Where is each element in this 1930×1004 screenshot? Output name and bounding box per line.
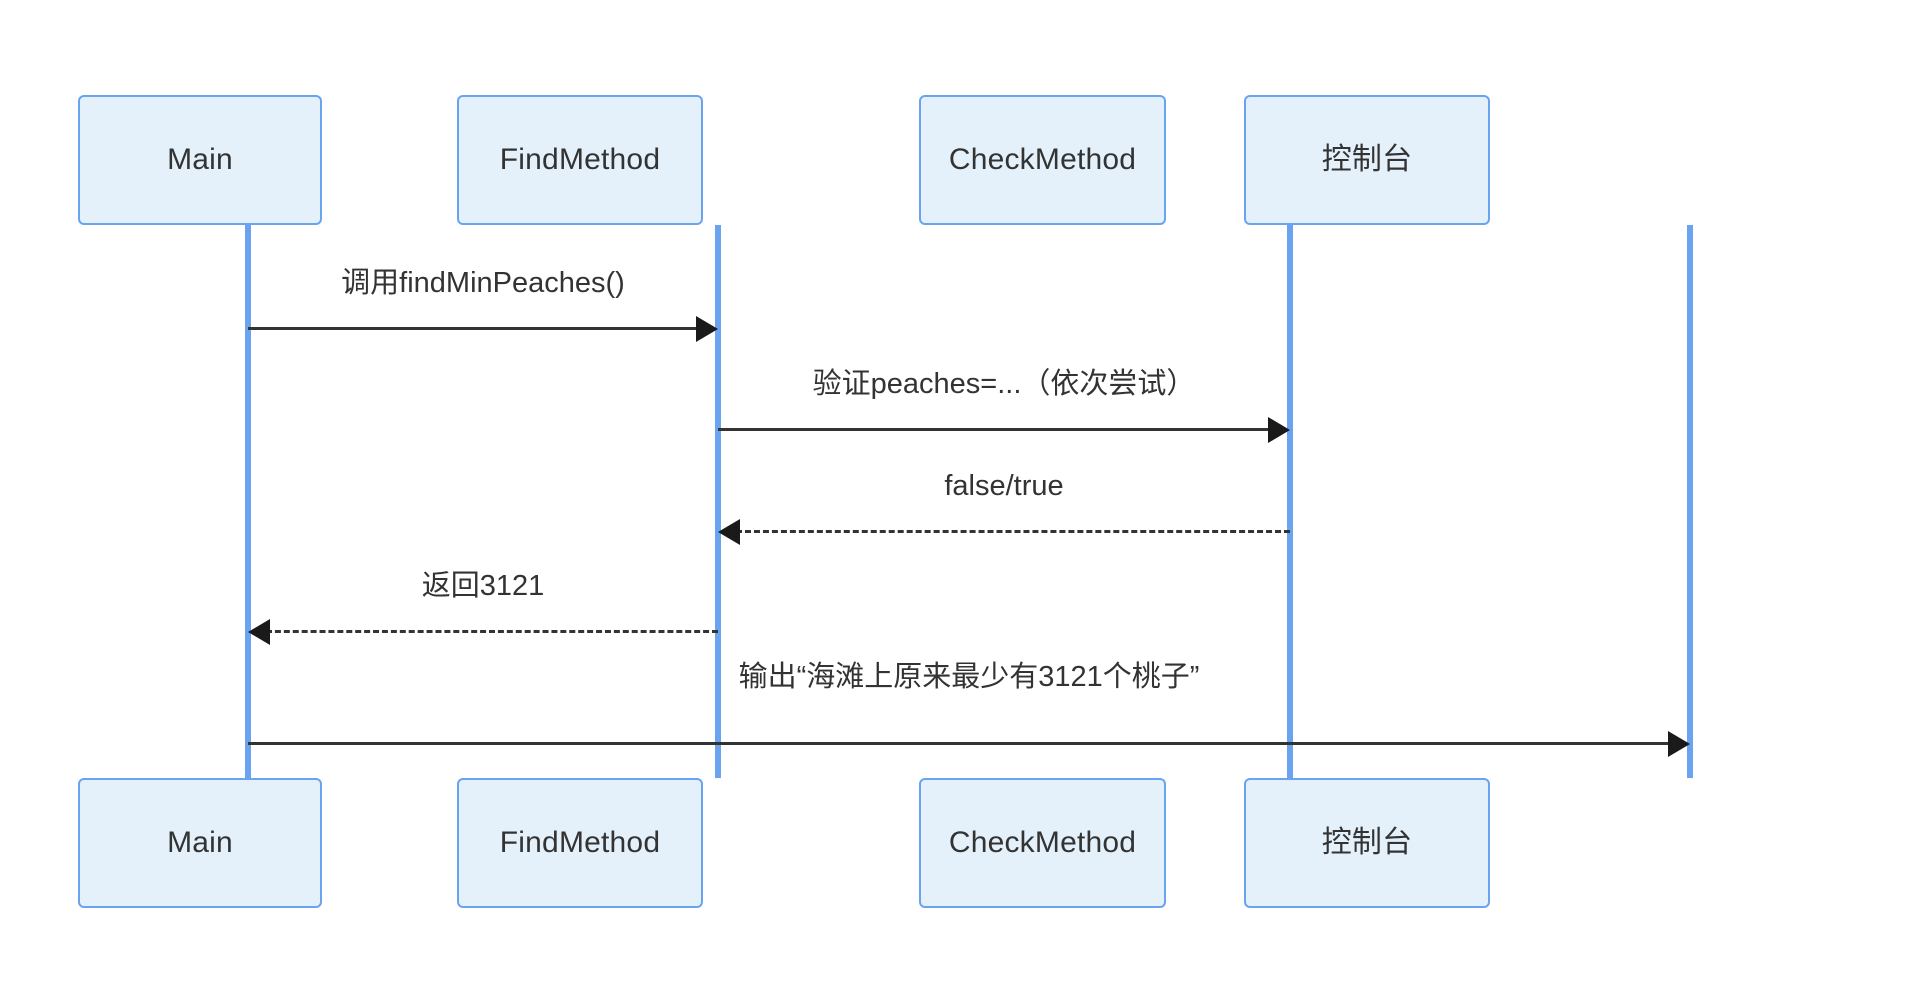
participant-box-top-findmethod[interactable]: FindMethod: [457, 95, 703, 225]
participant-label-findmethod: FindMethod: [499, 826, 661, 859]
participant-label-console: 控制台: [1321, 143, 1413, 176]
participant-label-checkmethod: CheckMethod: [948, 143, 1137, 176]
lifeline-findmethod: [715, 225, 721, 778]
participant-label-checkmethod: CheckMethod: [948, 826, 1137, 859]
message-line-2: [736, 530, 1290, 533]
message-line-4: [248, 742, 1672, 745]
message-label-1: 验证peaches=...（依次尝试）: [812, 368, 1196, 400]
message-label-4: 输出“海滩上原来最少有3121个桃子”: [738, 661, 1200, 693]
arrowhead-right-1: [1268, 417, 1290, 443]
message-line-0: [248, 327, 700, 330]
arrowhead-left-2: [718, 519, 740, 545]
message-line-3: [266, 630, 718, 633]
lifeline-checkmethod: [1287, 225, 1293, 778]
message-label-0: 调用findMinPeaches(): [341, 267, 625, 299]
lifeline-console: [1687, 225, 1693, 778]
participant-label-main: Main: [167, 143, 233, 176]
arrowhead-right-4: [1668, 731, 1690, 757]
message-line-1: [718, 428, 1272, 431]
participant-label-main: Main: [167, 826, 233, 859]
message-label-3: 返回3121: [421, 570, 545, 602]
participant-box-bottom-console[interactable]: 控制台: [1244, 778, 1490, 908]
arrowhead-left-3: [248, 619, 270, 645]
participant-label-findmethod: FindMethod: [499, 143, 661, 176]
lifeline-main: [245, 225, 251, 778]
participant-label-console: 控制台: [1321, 826, 1413, 859]
participant-box-top-checkmethod[interactable]: CheckMethod: [919, 95, 1166, 225]
participant-box-bottom-checkmethod[interactable]: CheckMethod: [919, 778, 1166, 908]
participant-box-top-main[interactable]: Main: [78, 95, 322, 225]
participant-box-bottom-findmethod[interactable]: FindMethod: [457, 778, 703, 908]
arrowhead-right-0: [696, 316, 718, 342]
message-label-2: false/true: [944, 470, 1064, 502]
participant-box-bottom-main[interactable]: Main: [78, 778, 322, 908]
participant-box-top-console[interactable]: 控制台: [1244, 95, 1490, 225]
